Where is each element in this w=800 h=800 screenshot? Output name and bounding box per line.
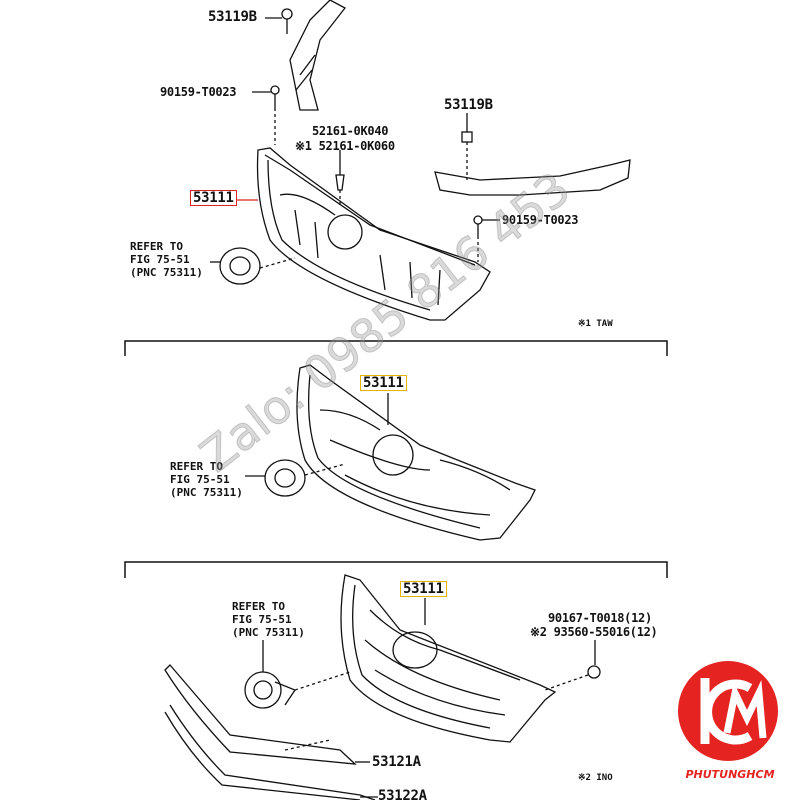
emblem-icon — [210, 247, 296, 285]
section-divider — [124, 561, 668, 578]
refer-note: REFER TO FIG 75-51 (PNC 75311) — [232, 600, 305, 639]
refer-note: REFER TO FIG 75-51 (PNC 75311) — [170, 460, 243, 499]
emblem-icon — [244, 640, 351, 709]
variant-note: ※1 TAW — [578, 319, 613, 329]
part-number-label: 53119B — [444, 97, 493, 113]
part-number-label: 53121A — [372, 754, 421, 770]
section-divider — [124, 340, 668, 356]
screw-icon — [544, 640, 601, 691]
grille-assembly — [256, 147, 491, 321]
part-number-label: ※1 52161-0K060 — [295, 139, 395, 153]
part-number-label: 52161-0K040 — [312, 124, 389, 138]
part-number-label: 53122A — [378, 788, 427, 800]
refer-note: REFER TO FIG 75-51 (PNC 75311) — [130, 240, 203, 279]
grille-assembly — [296, 364, 536, 541]
part-number-label: ※2 93560-55016(12) — [530, 625, 658, 639]
grille-part-number[interactable]: 53111 — [190, 190, 237, 206]
refer-line: FIG 75-51 — [130, 253, 190, 266]
refer-line: (PNC 75311) — [170, 486, 243, 499]
refer-line: FIG 75-51 — [170, 473, 230, 486]
emblem-icon — [245, 459, 346, 497]
brand-logo-icon — [678, 661, 778, 761]
variant-note: ※2 INO — [578, 773, 613, 783]
retainer-icon — [335, 150, 345, 205]
clip-icon — [461, 113, 473, 180]
refer-line: REFER TO — [130, 240, 183, 253]
part-number-label: 90159-T0023 — [160, 85, 237, 99]
grille-part-number[interactable]: 53111 — [400, 581, 447, 597]
part-number-label: 90159-T0023 — [502, 213, 579, 227]
part-number-label: 53119B — [208, 9, 257, 25]
refer-line: (PNC 75311) — [130, 266, 203, 279]
refer-line: FIG 75-51 — [232, 613, 292, 626]
clip-icon — [265, 8, 293, 34]
grille-part-number[interactable]: 53111 — [360, 375, 407, 391]
refer-line: REFER TO — [170, 460, 223, 473]
refer-line: (PNC 75311) — [232, 626, 305, 639]
upper-support-bracket — [289, 0, 346, 111]
part-number-label: 90167-T0018(12) — [548, 611, 652, 625]
screw-icon — [473, 215, 500, 262]
right-support-bracket — [434, 159, 631, 196]
refer-line: REFER TO — [232, 600, 285, 613]
screw-icon — [252, 85, 280, 145]
brand-logo-text: PHUTUNGHCM — [685, 768, 775, 781]
lower-molding — [164, 704, 378, 800]
grille-assembly — [340, 574, 557, 743]
upper-molding — [164, 664, 370, 765]
